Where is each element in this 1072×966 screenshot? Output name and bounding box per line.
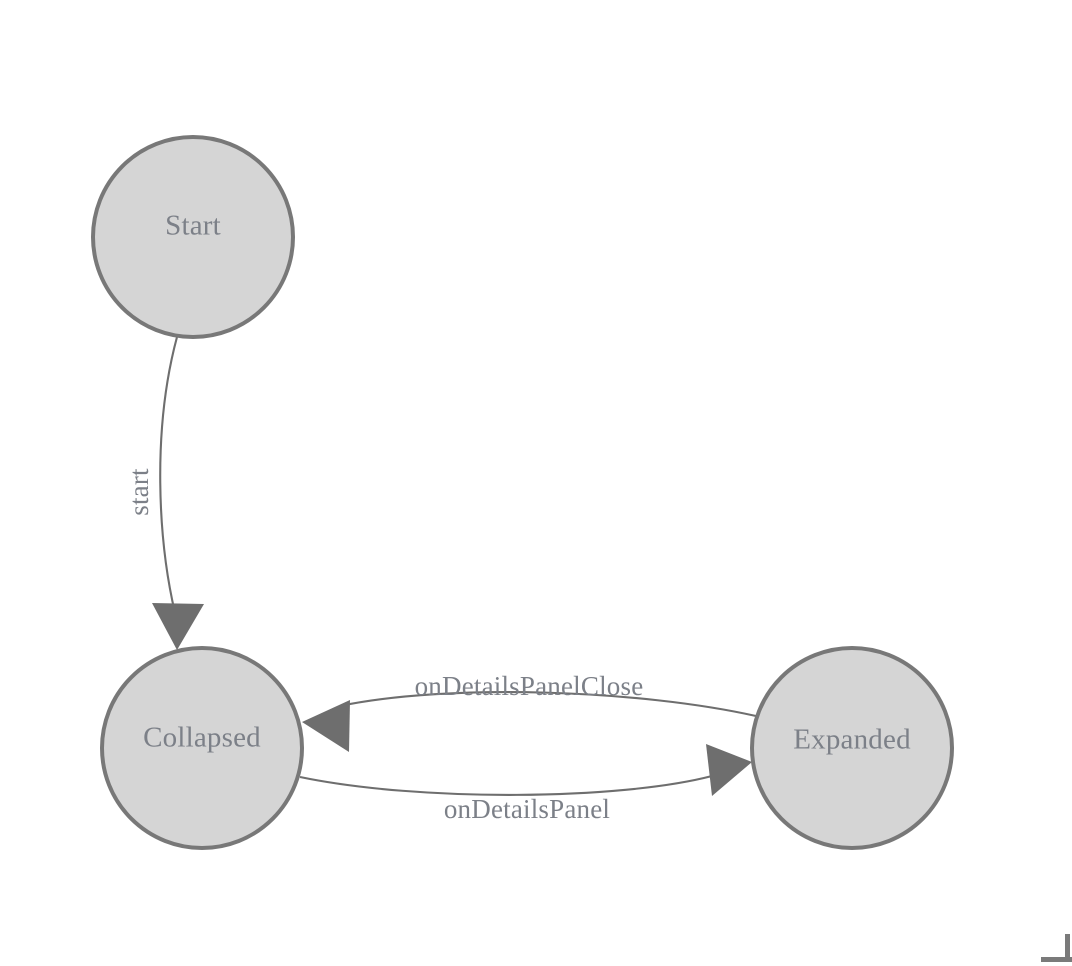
- arrowhead-into-expanded: [706, 744, 752, 796]
- node-start-label: Start: [165, 210, 221, 242]
- edge-start-to-collapsed[interactable]: start: [124, 336, 204, 650]
- edge-path-expanded-to-collapsed: [339, 691, 757, 718]
- node-expanded[interactable]: Expanded: [750, 646, 954, 850]
- edge-label-on-details-panel: onDetailsPanel: [444, 794, 610, 824]
- arrowhead-into-collapsed-top: [152, 603, 204, 650]
- edge-label-on-details-panel-close: onDetailsPanelClose: [415, 671, 644, 701]
- edge-label-start: start: [124, 468, 154, 516]
- edge-expanded-to-collapsed[interactable]: onDetailsPanelClose: [302, 671, 757, 752]
- node-expanded-label: Expanded: [793, 724, 911, 756]
- arrowhead-into-collapsed-right: [302, 700, 350, 752]
- node-collapsed-label: Collapsed: [143, 722, 261, 754]
- node-collapsed[interactable]: Collapsed: [100, 646, 304, 850]
- node-collapsed-circle: [100, 646, 304, 850]
- resize-corner-horizontal-bar: [1041, 957, 1072, 962]
- node-start-circle: [91, 135, 295, 339]
- node-start[interactable]: Start: [91, 135, 295, 339]
- edge-path-start-to-collapsed: [159, 336, 179, 614]
- edge-collapsed-to-expanded[interactable]: onDetailsPanel: [299, 744, 752, 824]
- resize-corner-handle[interactable]: [1041, 934, 1072, 962]
- edge-path-collapsed-to-expanded: [299, 774, 713, 796]
- node-expanded-circle: [750, 646, 954, 850]
- resize-corner-vertical-bar: [1065, 934, 1070, 962]
